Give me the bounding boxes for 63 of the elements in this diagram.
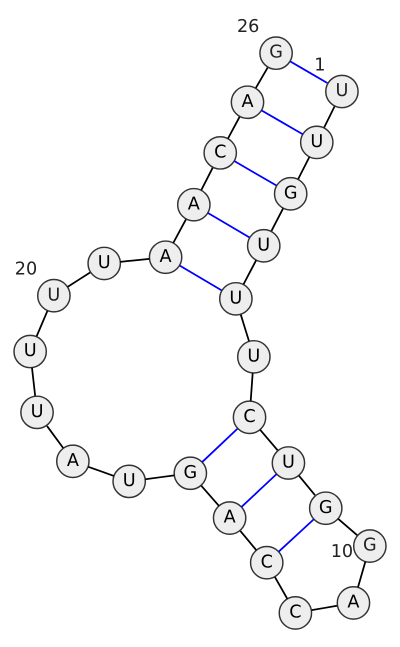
connector	[290, 60, 328, 84]
node-circle: U	[87, 246, 122, 280]
connector	[172, 219, 187, 244]
node-circle: U	[218, 282, 253, 316]
connector	[259, 429, 278, 451]
node-circle: G	[274, 176, 308, 211]
connector	[200, 167, 214, 190]
node-circle: A	[148, 240, 182, 274]
connector	[67, 272, 91, 288]
node-circle: U	[112, 464, 146, 498]
connector	[240, 530, 257, 551]
connector	[312, 604, 338, 611]
connector	[297, 156, 310, 180]
node-circle: U	[36, 278, 71, 313]
node-circle: C	[203, 136, 238, 170]
node-circle: U	[325, 74, 359, 108]
node-circle: U	[236, 340, 271, 374]
node-circle: U	[20, 395, 54, 430]
node-circle: A	[56, 444, 90, 478]
connector	[242, 260, 257, 285]
node-circle: G	[259, 36, 293, 70]
connector	[200, 485, 220, 506]
node-circle: G	[352, 529, 387, 563]
node-circle: A	[212, 501, 247, 535]
connector	[31, 368, 36, 396]
node-circle: U	[246, 228, 281, 263]
connector	[338, 518, 358, 536]
node-circle: C	[250, 546, 284, 580]
node-circle: A	[336, 586, 370, 620]
connector	[250, 373, 254, 401]
connector	[240, 314, 250, 342]
connector	[120, 258, 150, 263]
node-circle: A	[230, 85, 264, 120]
node-circle: G	[308, 491, 343, 526]
node-circle: U	[13, 334, 48, 368]
connector	[46, 426, 64, 448]
connector	[261, 110, 304, 136]
node-circle: C	[232, 400, 266, 434]
connector	[298, 475, 316, 496]
node-label: 26	[236, 16, 260, 37]
connector	[323, 106, 336, 128]
node-circle: A	[176, 188, 211, 222]
connector	[274, 576, 288, 600]
node-circle: C	[278, 596, 312, 630]
connector	[357, 561, 366, 588]
node-circle: U	[300, 126, 334, 160]
connector	[227, 116, 240, 139]
connector	[36, 310, 48, 337]
node-circle: G	[173, 456, 208, 490]
node-label: 1	[314, 55, 326, 76]
connector	[255, 67, 268, 88]
connector	[208, 212, 250, 238]
connector	[202, 428, 238, 463]
node-label: 10	[330, 542, 354, 562]
connector	[145, 474, 174, 480]
connector	[234, 160, 277, 186]
connector	[88, 466, 114, 477]
connector	[278, 518, 314, 552]
node-label: 20	[14, 260, 38, 280]
node-circle: U	[272, 446, 306, 480]
connector	[179, 264, 222, 292]
connector	[270, 208, 284, 232]
connector	[240, 473, 278, 508]
